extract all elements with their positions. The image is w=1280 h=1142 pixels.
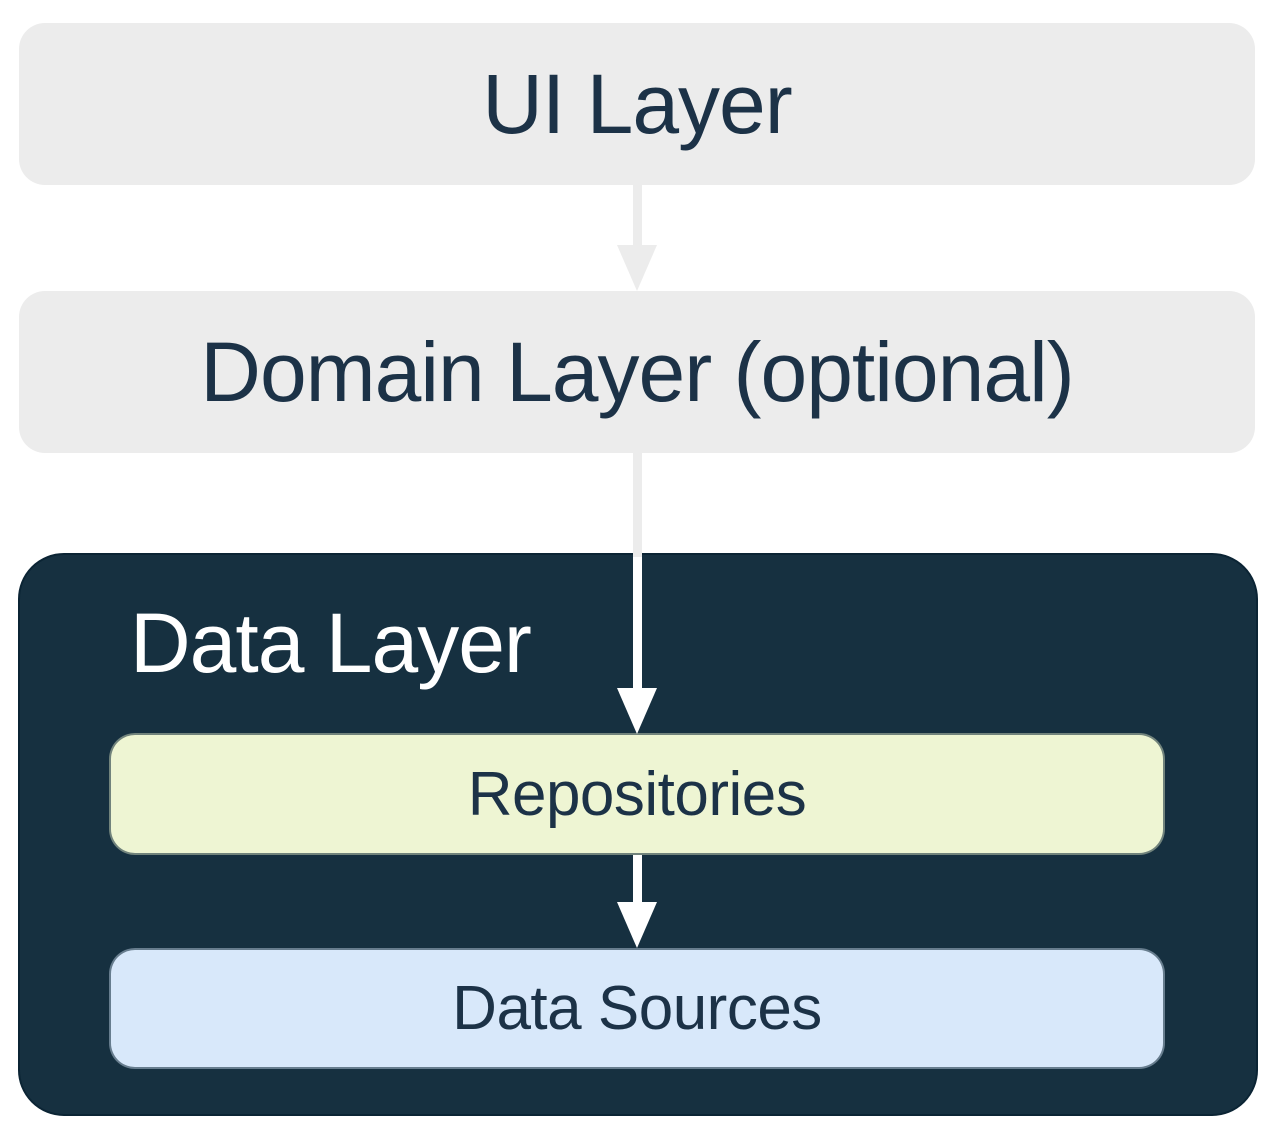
ui-layer-node: UI Layer — [19, 23, 1255, 185]
ui-layer-label: UI Layer — [482, 56, 792, 151]
arrow-down-icon — [617, 245, 657, 291]
arrow-stem — [633, 185, 642, 245]
domain-layer-label: Domain Layer (optional) — [200, 324, 1074, 419]
arrow-down-icon — [617, 902, 657, 948]
repositories-label: Repositories — [467, 759, 807, 829]
data-sources-label: Data Sources — [452, 974, 822, 1043]
arrow-stem — [633, 453, 642, 557]
domain-layer-node: Domain Layer (optional) — [19, 291, 1255, 453]
data-sources-node: Data Sources — [109, 948, 1165, 1069]
data-layer-label: Data Layer — [130, 596, 532, 690]
repositories-node: Repositories — [109, 733, 1165, 855]
arrow-down-icon — [617, 688, 657, 734]
arrow-stem — [633, 855, 642, 903]
arrow-stem — [633, 557, 642, 689]
